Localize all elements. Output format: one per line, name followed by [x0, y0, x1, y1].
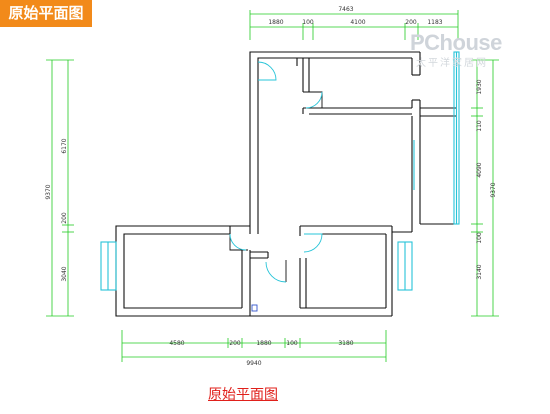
- dim-left-seg: 6170: [61, 138, 68, 153]
- dim-bottom-seg: 3180: [338, 340, 353, 347]
- dim-left-seg: 200: [61, 212, 68, 224]
- dim-bottom-seg: 200: [229, 340, 241, 347]
- dim-top-total: 7463: [338, 6, 353, 13]
- walls: [115, 51, 456, 317]
- watermark-sub: 太平洋家居网: [416, 58, 488, 69]
- dimension-texts: 7463 1880 100 4100 200 1183 9940 4580 20…: [45, 6, 497, 367]
- dim-top-seg: 1183: [427, 19, 442, 26]
- dim-right-total: 9370: [490, 182, 497, 197]
- dim-bottom-total: 9940: [246, 360, 261, 367]
- dim-top-seg: 200: [405, 19, 417, 26]
- dim-top-seg: 4100: [350, 19, 365, 26]
- doors: [229, 61, 323, 312]
- plan-caption: 原始平面图: [208, 387, 278, 403]
- dim-bottom-seg: 1880: [256, 340, 271, 347]
- dim-right-seg: 1930: [476, 79, 483, 94]
- dim-top-seg: 100: [302, 19, 314, 26]
- dim-right-seg: 3140: [476, 264, 483, 279]
- watermark-brand: PChouse: [410, 30, 502, 55]
- dim-right-seg: 4090: [476, 162, 483, 177]
- dim-bottom-seg: 4580: [169, 340, 184, 347]
- dim-left-total: 9370: [45, 184, 52, 199]
- title-badge: 原始平面图: [0, 0, 92, 27]
- dim-left-seg: 3040: [61, 266, 68, 281]
- dim-right-seg: 100: [476, 232, 483, 244]
- dim-bottom-seg: 100: [286, 340, 298, 347]
- dim-top-seg: 1880: [268, 19, 283, 26]
- dimension-lines: [46, 10, 499, 362]
- windows: [100, 51, 460, 291]
- dim-right-seg: 110: [476, 120, 483, 132]
- watermark-logo: PChouse 太平洋家居网: [410, 30, 510, 70]
